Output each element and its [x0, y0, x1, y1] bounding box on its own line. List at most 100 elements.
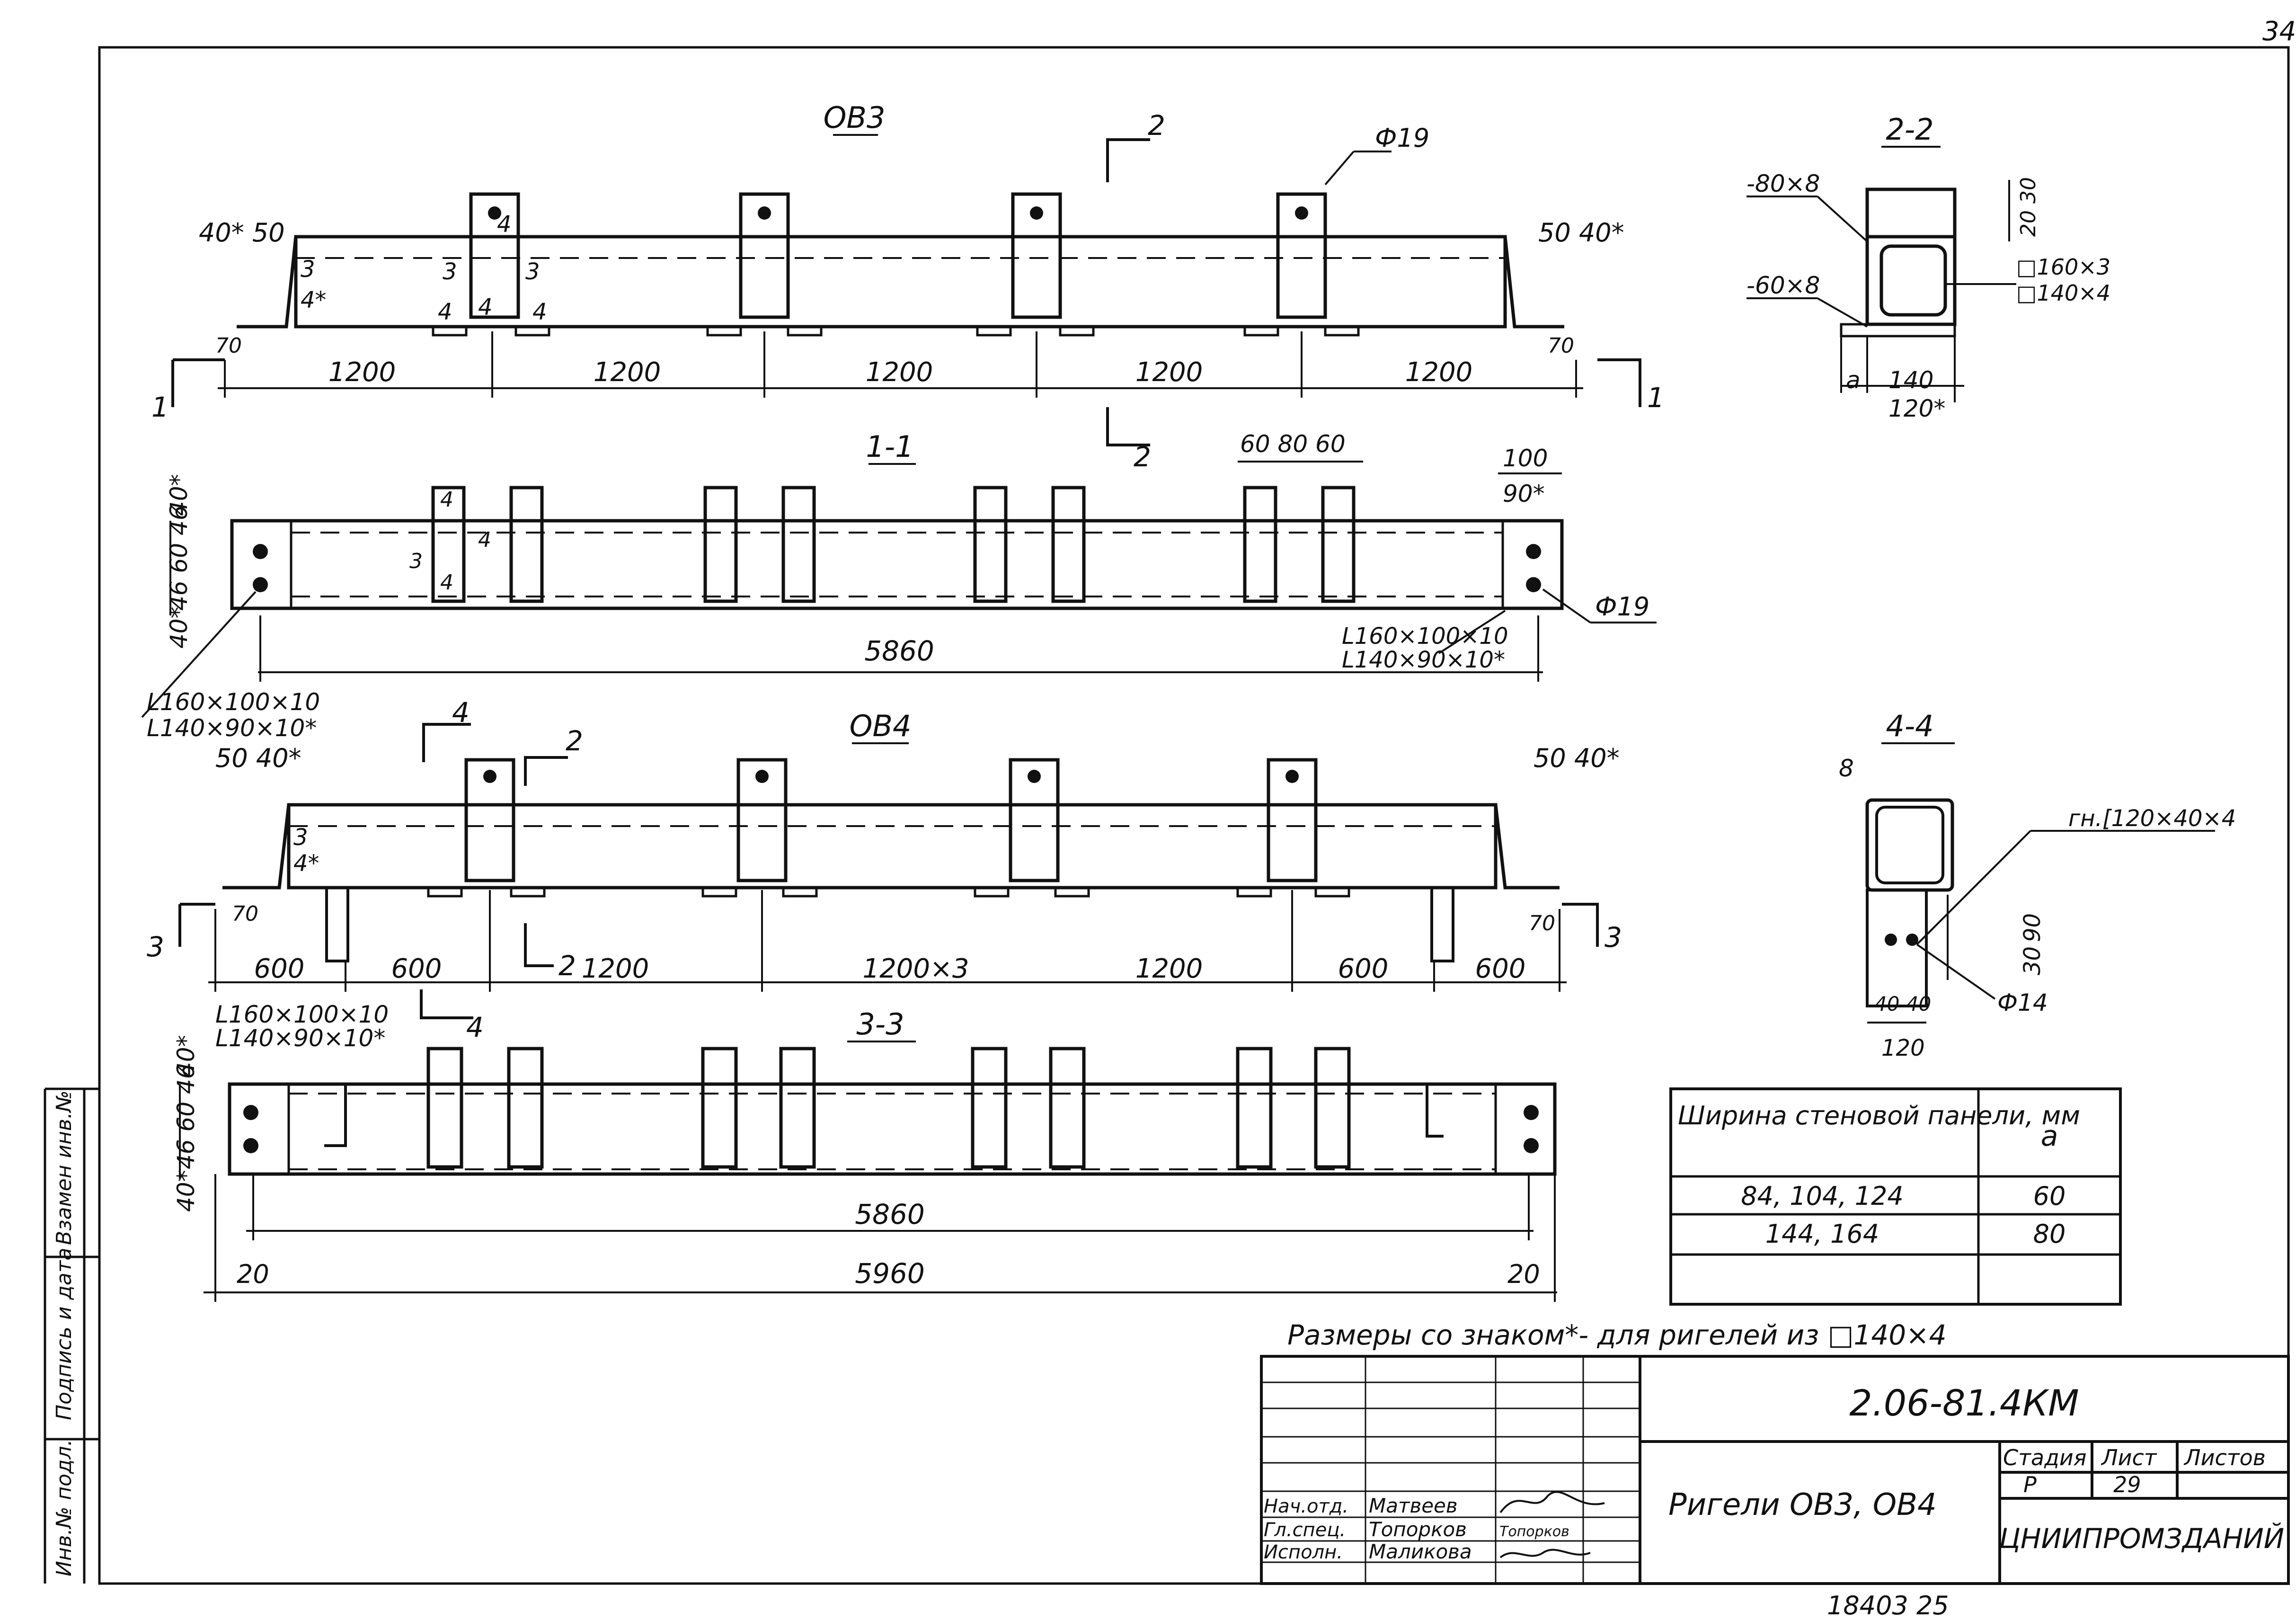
sec22-plate2: -60×8: [1746, 272, 1820, 299]
mark-3-right: 3: [1605, 921, 1622, 953]
sec11-phi: Ф19: [1595, 592, 1649, 622]
ob3-title: ОВ3: [824, 100, 886, 135]
ob4-right-dims: 50 40*: [1534, 743, 1620, 773]
table-header-col1: Ширина стеновой панели, мм: [1678, 1101, 2080, 1130]
signature-0: [1499, 1491, 1605, 1513]
sec44-view: [1865, 798, 2215, 1024]
org-name: ЦНИИПРОМЗДАНИЙ: [1999, 1522, 2284, 1555]
ob4-elevation: [208, 758, 1567, 992]
sec22-dim-r1: 20: [2016, 210, 2040, 237]
sec44-dim-r0: 90: [2019, 913, 2046, 942]
sec44-channel: гн.[120×40×4: [2068, 805, 2236, 832]
sec33-angle1: L160×100×10: [215, 1001, 389, 1028]
ob4-title: ОВ4: [850, 709, 912, 743]
mark-2-ob4: 2: [566, 725, 583, 757]
footnote: Размеры со знаком*- для ригелей из □140×…: [1287, 1319, 1947, 1351]
sec33-end-left: 20: [237, 1259, 269, 1289]
person-0-role: Нач.отд.: [1264, 1495, 1348, 1517]
sec44-title: 4-4: [1886, 709, 1933, 743]
sec22-dim-140: 140: [1888, 366, 1933, 394]
sec11-weld-1: 4: [478, 528, 491, 552]
sec33-title: 3-3: [856, 1007, 904, 1041]
sec33-left-40b: 40*: [172, 1170, 200, 1212]
title-block-grid: [1261, 1356, 1640, 1584]
ob3-left-dims: 40* 50: [199, 218, 285, 248]
sec11-weld-2: 3: [409, 549, 423, 573]
sheets-header: Листов: [2183, 1445, 2266, 1470]
sec22-title: 2-2: [1886, 112, 1933, 147]
ob3-span-1: 1200: [594, 357, 661, 388]
ob3-small-right: 70: [1548, 334, 1574, 358]
stage-value: Р: [2023, 1472, 2037, 1497]
sec11-weld-0: 4: [440, 488, 453, 512]
panel-table: [1669, 1087, 2122, 1306]
sec11-right-top: 100: [1503, 445, 1548, 472]
ob4-small-right: 70: [1529, 911, 1555, 935]
sec11-right-top2: 90*: [1503, 480, 1545, 507]
sec44-dim-r1: 30: [2019, 946, 2046, 975]
person-0-name: Матвеев: [1369, 1494, 1458, 1517]
ob3-weld-2: 3: [443, 258, 457, 285]
ob4-span-4: 1200: [1135, 953, 1203, 984]
ob3-elevation: [218, 151, 1583, 398]
person-2-role: Исполн.: [1264, 1541, 1343, 1563]
sec11-title: 1-1: [866, 429, 913, 464]
ob3-weld-7: 4: [532, 299, 547, 325]
doc-name: Ригели ОВ3, ОВ4: [1668, 1487, 1937, 1522]
sec22-plate1: -80×8: [1746, 170, 1820, 197]
table-header-col2: a: [2041, 1120, 2058, 1153]
sec11-left-angle1: L160×100×10: [147, 688, 320, 716]
sec11-left-stack: 46 60 46: [165, 505, 193, 611]
mark-2-bottom: 2: [1134, 441, 1151, 473]
ob3-span-0: 1200: [328, 357, 396, 388]
sec11-left-40b: 40*: [165, 606, 193, 649]
sec44-dim8: 8: [1839, 755, 1854, 782]
sec33-angle2: L140×90×10*: [215, 1024, 385, 1052]
table-row1-a: 80: [2033, 1219, 2066, 1249]
ob4-left-dims: 50 40*: [215, 743, 301, 773]
sec33-left-40a: 40*: [172, 1035, 200, 1077]
stage-header: Стадия: [2003, 1445, 2086, 1470]
ob3-phi: Ф19: [1375, 123, 1429, 153]
sec44-dim-120: 120: [1881, 1035, 1925, 1061]
ob3-span-3: 1200: [1135, 357, 1203, 388]
sec33-end-right: 20: [1507, 1259, 1540, 1289]
ob4-small-left: 70: [232, 902, 258, 926]
sec44-hole: Ф14: [1997, 989, 2048, 1016]
sec22-tube1: □160×3: [2016, 254, 2110, 280]
ob3-right-dims: 50 40*: [1538, 218, 1624, 248]
sheet-value: 29: [2113, 1472, 2141, 1497]
ob3-small-left: 70: [215, 334, 242, 358]
ob4-cut-label: 2: [558, 950, 576, 982]
bottom-code: 18403 25: [1827, 1591, 1949, 1620]
mark-4-bottom: 4: [466, 1011, 484, 1043]
mark-1-right: 1: [1647, 382, 1665, 414]
sec11-weld-3: 4: [440, 570, 453, 595]
page-number: 34: [2262, 16, 2296, 47]
sec22-tube2: □140×4: [2016, 280, 2110, 306]
sec11-length: 5860: [864, 635, 934, 667]
table-row0-widths: 84, 104, 124: [1741, 1181, 1904, 1211]
ob3-weld-4: 4: [497, 211, 512, 238]
sheet-header: Лист: [2101, 1445, 2157, 1470]
person-2-name: Маликова: [1369, 1540, 1472, 1563]
ob3-span-2: 1200: [866, 357, 933, 388]
table-row1-widths: 144, 164: [1765, 1219, 1879, 1249]
mark-2-top: 2: [1148, 109, 1165, 142]
sec11-left-angle2: L140×90×10*: [147, 714, 317, 742]
sec33-inner-length: 5860: [855, 1198, 925, 1230]
title-block: [1260, 1355, 2290, 1585]
sec22-dim-a: a: [1846, 366, 1861, 394]
ob3-weld-1: 4*: [301, 287, 327, 313]
strip-label-2: Взамен инв.№: [52, 1090, 76, 1245]
ob4-span-1: 600: [391, 953, 442, 984]
signature-text: Топорков: [1499, 1523, 1569, 1540]
ob3-span-4: 1200: [1405, 357, 1473, 388]
sec33-left-stack: 46 60 46: [172, 1064, 200, 1169]
sec11-top-dims: 60 80 60: [1240, 430, 1346, 458]
ob4-weld-0: 3: [293, 824, 308, 851]
sec33-total-length: 5960: [855, 1257, 925, 1290]
ob3-weld-6: 4: [478, 294, 493, 320]
ob4-weld-1: 4*: [293, 850, 319, 877]
